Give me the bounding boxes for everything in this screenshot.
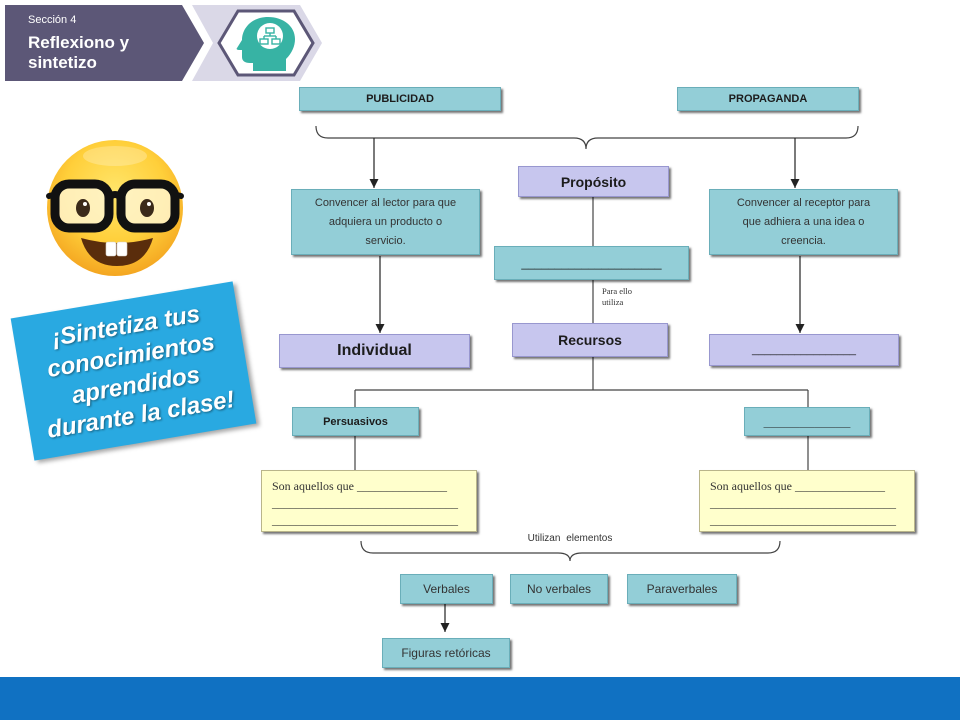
brace-top [315,125,859,150]
definition-line: _______________________________ [272,513,458,527]
node-verbales: Verbales [400,574,493,604]
connector-label-line: Para ello [602,286,632,296]
head-flowchart-icon [236,17,295,71]
footer-bar [0,677,960,720]
purpose-line: servicio. [365,234,406,247]
elements-label: Utilizan elementos [527,533,613,544]
node-propaganda-definition: Son aquellos que _______________ _______… [699,470,915,532]
node-individual: Individual [279,334,470,368]
purpose-line: que adhiera a una idea o [742,215,865,228]
connector-label-line: utiliza [602,297,624,307]
purpose-line: Convencer al receptor para [736,196,871,209]
node-no-verbales: No verbales [510,574,608,604]
definition-line: _______________________________ [710,513,896,527]
node-publicidad-purpose: Convencer al lector para que adquiera un… [291,189,480,255]
node-purpose-blank: _____________________ [494,246,689,280]
purpose-line: adquiera un producto o [328,215,443,228]
node-propaganda-purpose: Convencer al receptor para que adhiera a… [709,189,898,255]
node-propaganda: PROPAGANDA [677,87,859,111]
node-publicidad-definition: Son aquellos que _______________ _______… [261,470,477,532]
purpose-line: creencia. [781,234,826,247]
section-title-line: sintetizo [28,53,97,72]
definition-line: Son aquellos que _______________ [710,479,885,493]
node-paraverbales: Paraverbales [627,574,737,604]
node-figuras-retoricas: Figuras retóricas [382,638,510,668]
node-recursos: Recursos [512,323,668,357]
node-persuasivos: Persuasivos [292,407,419,436]
node-propaganda-type-blank: _________________ [709,334,899,366]
section-number: Sección 4 [28,14,77,26]
definition-line: Son aquellos que _______________ [272,479,447,493]
section-title-line: Reflexiono y [28,33,130,52]
node-publicidad: PUBLICIDAD [299,87,501,111]
section-banner [5,5,322,81]
nerd-face-emoji [46,140,184,276]
connector-label: Para ello utiliza [602,286,632,308]
brace-bottom [360,540,781,562]
node-proposito: Propósito [518,166,669,197]
definition-line: _______________________________ [272,496,458,510]
node-propaganda-resource-blank: ____________ [744,407,870,436]
banner-dark-block [5,5,204,81]
purpose-line: Convencer al lector para que [314,196,457,209]
section-title: Reflexiono y sintetizo [28,33,129,73]
definition-line: _______________________________ [710,496,896,510]
